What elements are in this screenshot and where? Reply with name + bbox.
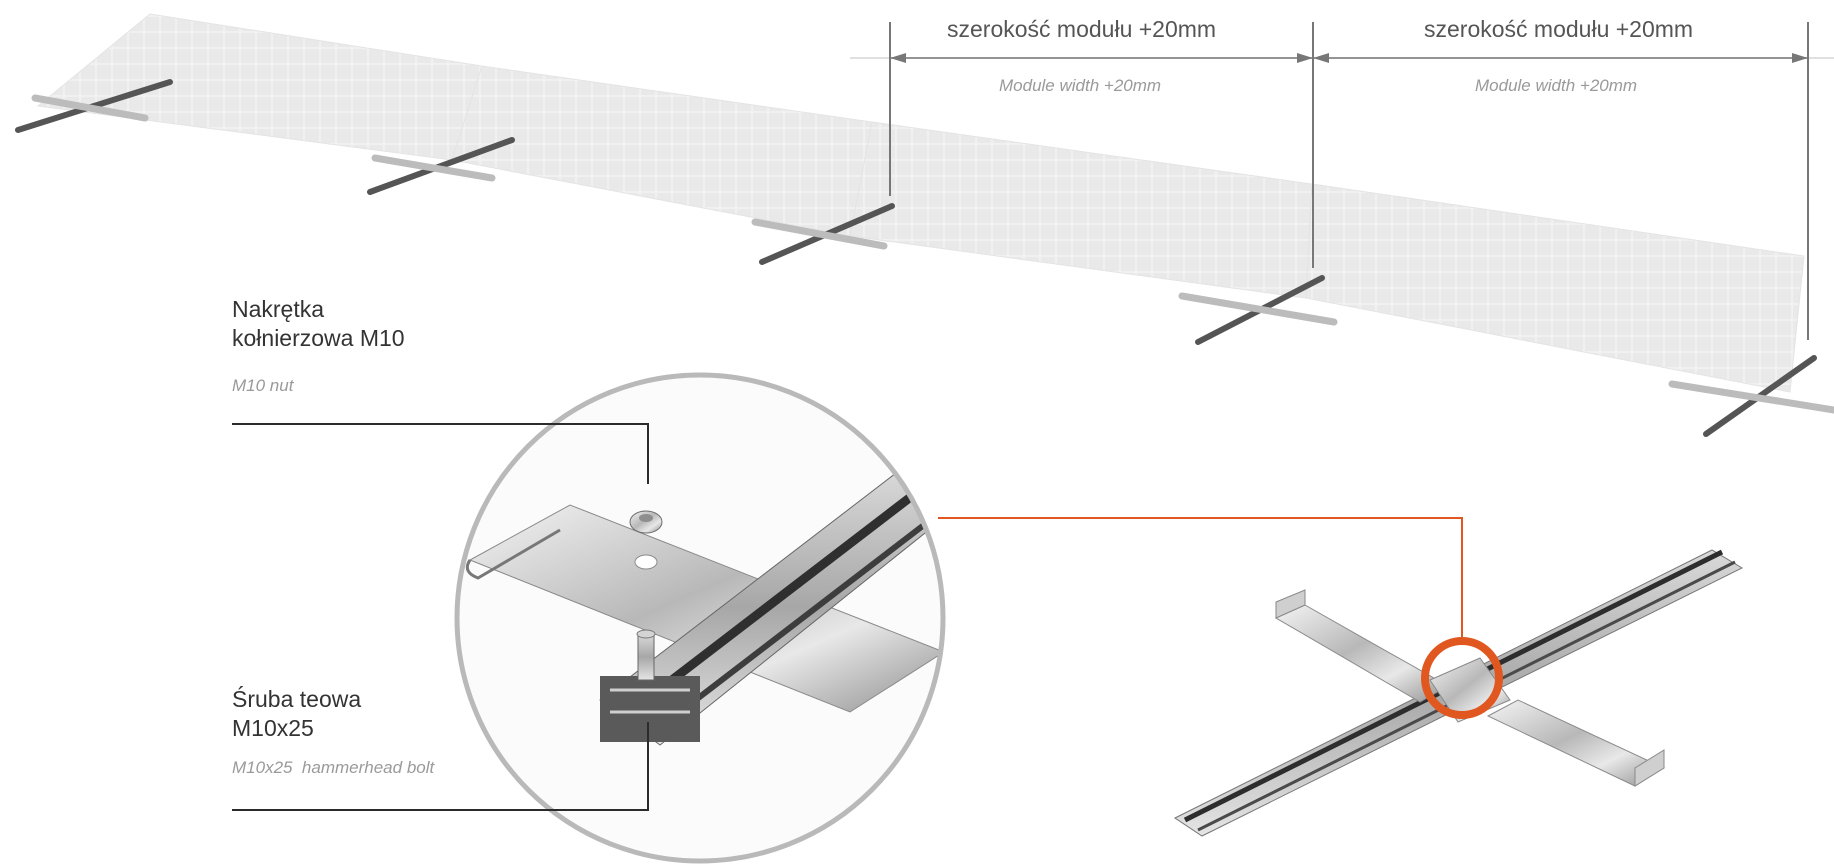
callout-leaders <box>232 423 1463 811</box>
bolt-leader-line <box>232 722 649 811</box>
dimension-lines <box>850 22 1834 340</box>
mounting-cross <box>367 137 515 195</box>
dimension-label-2: szerokość modułu +20mm <box>1424 16 1694 42</box>
nut-callout-line1: Nakrętka <box>232 296 325 322</box>
mounting-cross <box>15 79 173 133</box>
solar-panel-array <box>36 13 1805 393</box>
zoom-detail <box>454 372 946 864</box>
mounting-cross <box>1668 355 1834 437</box>
bolt-callout-subtitle: M10x25 hammerhead bolt <box>232 758 435 777</box>
dimension-label-1: szerokość modułu +20mm <box>947 16 1217 42</box>
nut-callout-subtitle: M10 nut <box>232 376 294 395</box>
arrowhead <box>890 53 906 63</box>
detail-bolt <box>637 633 655 681</box>
nut-callout-line2: kołnierzowa M10 <box>232 325 405 351</box>
solar-panel <box>849 121 1313 299</box>
solar-panel <box>36 13 483 161</box>
bolt-callout-line2: M10x25 <box>232 715 314 741</box>
arrowhead <box>1313 53 1329 63</box>
bolt-callout-title: Śruba teowa M10x25 <box>232 685 361 743</box>
arrowhead <box>1297 53 1313 63</box>
solar-panel <box>451 65 873 237</box>
bolt-callout-line1: Śruba teowa <box>232 686 362 712</box>
highlight-ring <box>1421 637 1503 719</box>
dimension-sublabel-1: Module width +20mm <box>999 76 1162 95</box>
zoom-ring <box>454 372 946 864</box>
mounting-cross <box>751 203 895 265</box>
mounting-crosses <box>15 79 1834 437</box>
arrowhead <box>1792 53 1808 63</box>
dimension-sublabel-2: Module width +20mm <box>1475 76 1638 95</box>
mounting-cross <box>1178 275 1338 345</box>
nut-leader-line <box>232 423 649 484</box>
nut-callout-title: Nakrętka kołnierzowa M10 <box>232 295 405 353</box>
zoom-leader-line <box>938 517 1463 640</box>
solar-panel <box>1305 183 1805 393</box>
cross-bracket-assembly <box>1174 549 1744 837</box>
